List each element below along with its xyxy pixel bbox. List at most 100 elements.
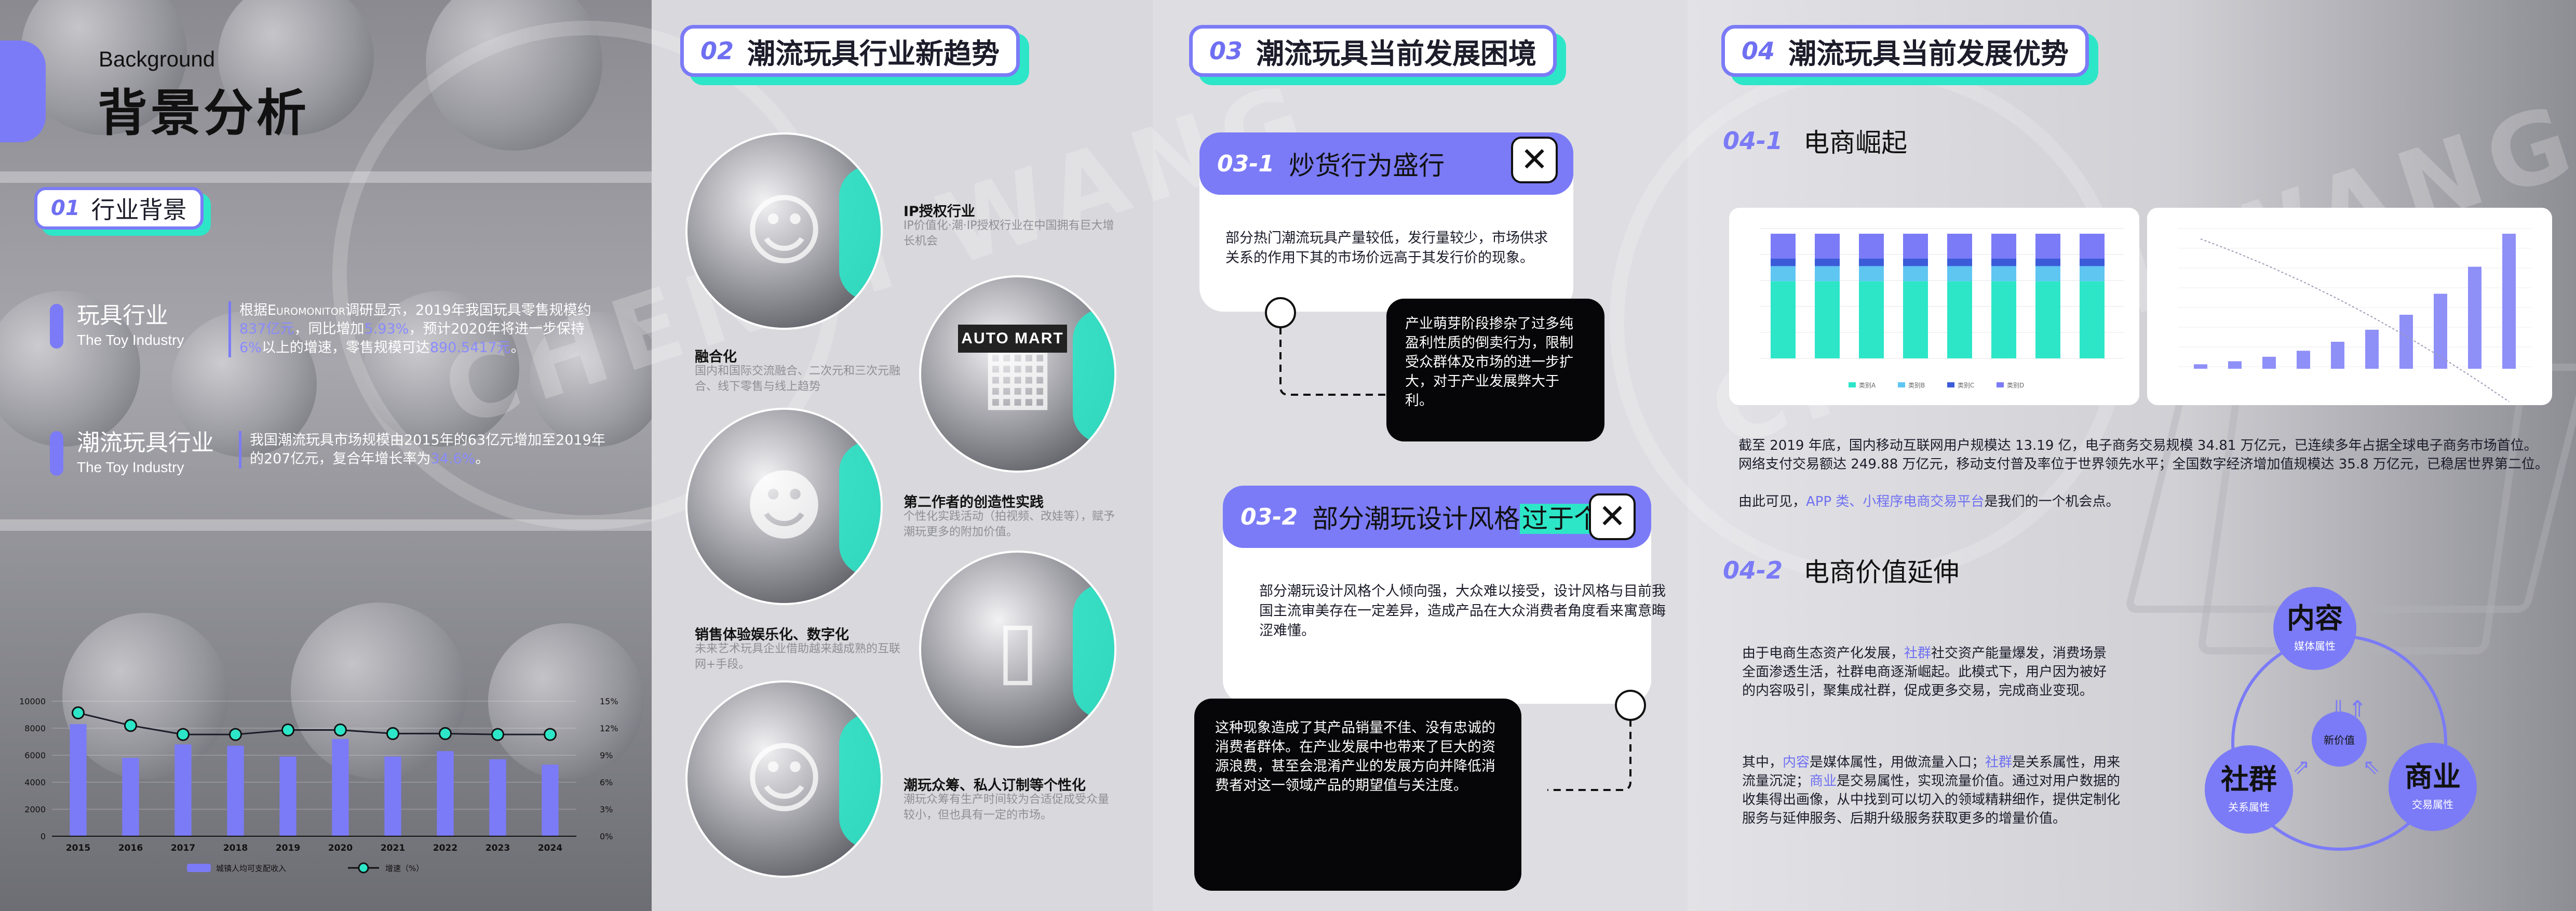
- title-text: 电商价值延伸: [1803, 557, 1960, 587]
- y-left-tick-label: 0: [41, 832, 46, 841]
- toy-industry-label: 玩具行业 The Toy Industry: [50, 303, 184, 349]
- x-tick-label: 2019: [276, 843, 300, 853]
- elf-icon: ☺: [743, 734, 825, 824]
- bar: [489, 759, 506, 836]
- venn-label: 商业: [2405, 760, 2461, 793]
- mini-stacked-segment: [1903, 281, 1928, 358]
- trend-industry-label: 潮流玩具行业 The Toy Industry: [50, 431, 214, 476]
- connector-line: [1279, 327, 1386, 396]
- mini-stacked-segment: [1903, 259, 1928, 266]
- mini-growth-bar: [2297, 351, 2310, 369]
- mini-stacked-segment: [1859, 259, 1884, 266]
- subsection-title: 电商崛起: [1800, 122, 1911, 159]
- highlight-value: 837亿元: [239, 321, 294, 337]
- text-segment: Euromonitor: [267, 302, 346, 318]
- background-title-cn: 背景分析: [98, 84, 309, 142]
- line-point: [124, 719, 137, 732]
- mini-legend-swatch: [1947, 382, 1954, 387]
- chart-axes: 02000400060008000100000%3%6%9%12%15%2015…: [19, 696, 618, 853]
- venn-center: 新价值: [2312, 712, 2367, 767]
- value-extension-para-2: 其中，内容是媒体属性，用做流量入口；社群是关系属性，用来流量沉淀；商业是交易属性…: [1742, 753, 2121, 828]
- y-left-tick-label: 6000: [24, 751, 46, 760]
- mini-legend-swatch: [1849, 382, 1856, 387]
- section-number: 01: [51, 196, 80, 220]
- mini-stacked-segment: [1991, 259, 2016, 266]
- industry-name-en: The Toy Industry: [77, 332, 184, 349]
- text-segment: 以上的增速，零售规模可达: [261, 340, 430, 356]
- bar: [122, 758, 139, 836]
- mini-growth-bar: [2468, 266, 2481, 369]
- mini-stacked-segment: [2035, 259, 2060, 266]
- highlight-value: 内容: [1783, 755, 1810, 770]
- y-right-tick-label: 12%: [600, 724, 618, 733]
- mini-stacked-segment: [2080, 259, 2105, 266]
- trend-desc: 潮玩众筹有生产时间较为合适促成受众量较小，但也具有一定的市场。: [903, 793, 1110, 822]
- x-tick-label: 2021: [381, 843, 405, 853]
- mini-stacked-segment: [1859, 234, 1884, 259]
- highlight-value: 6%: [239, 340, 262, 356]
- venn-business: 商业 交易属性: [2389, 743, 2477, 831]
- mini-stacked-segment: [1903, 266, 1928, 282]
- image-accent: [839, 441, 881, 576]
- mini-stacked-segment: [2035, 281, 2060, 358]
- x-tick-label: 2023: [485, 843, 510, 853]
- mini-legend-swatch: [1997, 382, 2004, 387]
- line-point: [281, 723, 294, 736]
- trend-desc: 个性化实践活动（拍视频、改娃等），赋予潮玩更多的附加价值。: [903, 510, 1115, 539]
- text-segment: ，预计2020年将进一步保持: [409, 321, 585, 337]
- x-tick-label: 2024: [538, 843, 562, 853]
- background-accent-bar: [0, 41, 46, 142]
- vending-sign: AUTO MART: [958, 325, 1067, 353]
- toy-figure-decoration: [363, 291, 519, 447]
- y-right-tick-label: 0%: [600, 832, 613, 841]
- mini-stacked-segment: [1947, 259, 1972, 266]
- x-tick-label: 2017: [171, 843, 195, 853]
- ecommerce-growth-chart: [2147, 208, 2552, 405]
- card-number: 03-2: [1240, 503, 1298, 530]
- mini-stacked-segment: [1815, 234, 1840, 259]
- line-point: [386, 727, 399, 740]
- panel-background: [0, 0, 652, 911]
- mini-stacked-segment: [2080, 281, 2105, 358]
- mini-stacked-segment: [1859, 281, 1884, 358]
- vending-machine-image: ▦: [919, 275, 1116, 473]
- subsection-number: 04-2: [1723, 556, 1783, 584]
- y-right-tick-label: 3%: [600, 805, 613, 814]
- mini-legend-label: 类别B: [1908, 382, 1925, 389]
- subsection-04-1: 04-1 电商崛起: [1723, 122, 1911, 159]
- subsection-number: 04-1: [1723, 127, 1783, 155]
- image-accent: [839, 166, 881, 301]
- mini-stacked-segment: [1771, 234, 1796, 259]
- mini-stacked-segment: [1771, 281, 1796, 358]
- shelf-divider: [0, 519, 652, 531]
- mini-stacked-segment: [1903, 234, 1928, 259]
- venn-community: 社群 关系属性: [2205, 745, 2293, 834]
- mini-growth-bar: [2331, 342, 2344, 369]
- bunny-icon: ☻: [743, 461, 825, 552]
- text-segment: 其中，: [1742, 755, 1783, 770]
- dilemma-note-2: 这种现象造成了其产品销量不佳、没有忠诚的消费者群体。在产业发展中也带来了巨大的资…: [1194, 699, 1521, 891]
- mini-stacked-segment: [1991, 266, 2016, 282]
- connector-line: [1547, 719, 1631, 791]
- text-segment: 。: [510, 340, 525, 356]
- close-icon[interactable]: ✕: [1589, 493, 1636, 540]
- y-right-tick-label: 9%: [600, 751, 613, 760]
- title-text: 电商崛起: [1803, 128, 1908, 158]
- text-segment: 。: [475, 451, 490, 467]
- highlight-value: 社群: [1985, 755, 2013, 770]
- industry-name: 潮流玩具行业: [77, 430, 214, 456]
- trend-title: 融合化: [695, 349, 737, 365]
- mini-trend-line: [2200, 238, 2510, 403]
- y-left-tick-label: 10000: [19, 696, 46, 706]
- ecommerce-para: 截至 2019 年底，国内移动互联网用户规模达 13.19 亿，电子商务交易规模…: [1738, 438, 2548, 472]
- text-segment: 是媒体属性，用做流量入口；: [1810, 755, 1986, 770]
- legend-label: 城镇人均可支配收入: [216, 864, 286, 873]
- trend-desc: 未来艺术玩具企业借助越来越成熟的互联网+手段。: [695, 642, 901, 671]
- close-icon[interactable]: ✕: [1511, 137, 1558, 183]
- highlight-value: 5.93%: [364, 321, 409, 337]
- text-segment: 是交易属性，实现流量价值。通过对用户数据的收集得出画像，从中找到可以切入的领域精…: [1742, 773, 2121, 826]
- text-segment: 社交资产能量爆发，消费场景全面渗透生活，社群电商逐渐崛起。此模式下，用户因为被好…: [1742, 646, 2107, 699]
- legend-swatch-bar: [187, 864, 211, 872]
